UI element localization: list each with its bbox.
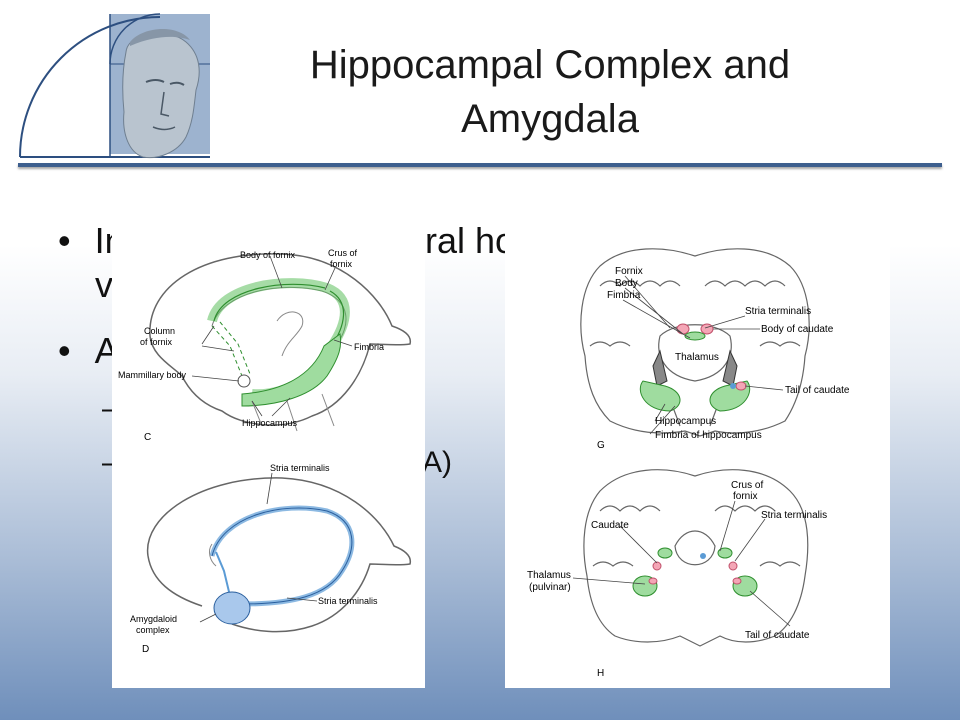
bullet-marker: • [58,220,71,261]
figure-right-panel: Fornix Body Fimbria Stria terminalis Bod… [505,226,890,688]
panel-letter-c: C [144,432,151,443]
label-tail-of-caudate-h: Tail of caudate [745,630,810,641]
slide-title: Hippocampal Complex and Amygdala [230,38,870,146]
label-body-of-caudate: Body of caudate [761,324,834,335]
panel-d-diagram [146,472,412,633]
label-thalamus-h: Thalamus [527,570,571,581]
title-divider [18,163,942,167]
panel-letter-h: H [597,668,604,679]
logo [18,12,218,167]
panel-c-diagram [149,253,412,432]
logo-spiral-arc [19,16,161,158]
label-stria-terminalis-top: Stria terminalis [270,463,330,473]
label-fimbria: Fimbria [354,342,384,352]
bullet-marker: • [58,330,71,371]
label-crus-of-h: Crus of [731,480,763,491]
panel-h-diagram [583,469,809,647]
label-mammillary-body: Mammillary body [118,370,187,380]
label-complex: complex [136,625,170,635]
title-line-1: Hippocampal Complex and [309,43,791,87]
statue-head [122,32,200,159]
label-hippocampus: Hippocampus [242,418,298,428]
label-stria-terminalis-g: Stria terminalis [745,306,811,317]
label-pulvinar: (pulvinar) [529,582,571,593]
label-hippocampus-g: Hippocampus [655,416,716,427]
panel-letter-g: G [597,440,605,451]
label-of-fornix: of fornix [140,337,173,347]
label-column: Column [144,326,175,336]
label-tail-of-caudate-g: Tail of caudate [785,385,850,396]
sub-bullet-2-text: A) [422,446,452,479]
title-line-2: Amygdala [461,97,639,141]
label-stria-terminalis-bottom: Stria terminalis [318,596,378,606]
bullet-2: • A [58,330,119,372]
label-fornix-h: fornix [733,491,757,502]
label-fimbria: Fimbria [607,290,641,301]
label-stria-terminalis-h: Stria terminalis [761,510,827,521]
label-fornix: Fornix [615,266,643,277]
label-body: Body [615,278,638,289]
figure-left-panel: Body of fornix Crus of fornix Column of … [112,226,425,688]
label-caudate: Caudate [591,520,629,531]
label-thalamus-g: Thalamus [675,352,719,363]
label-fornix: fornix [330,259,353,269]
label-crus-of: Crus of [328,248,358,258]
panel-letter-d: D [142,644,149,655]
label-amygdaloid: Amygdaloid [130,614,177,624]
label-fimbria-of-hippocampus: Fimbria of hippocampus [655,430,762,441]
label-body-of-fornix: Body of fornix [240,250,296,260]
bullet-1-line2: v [95,264,113,305]
